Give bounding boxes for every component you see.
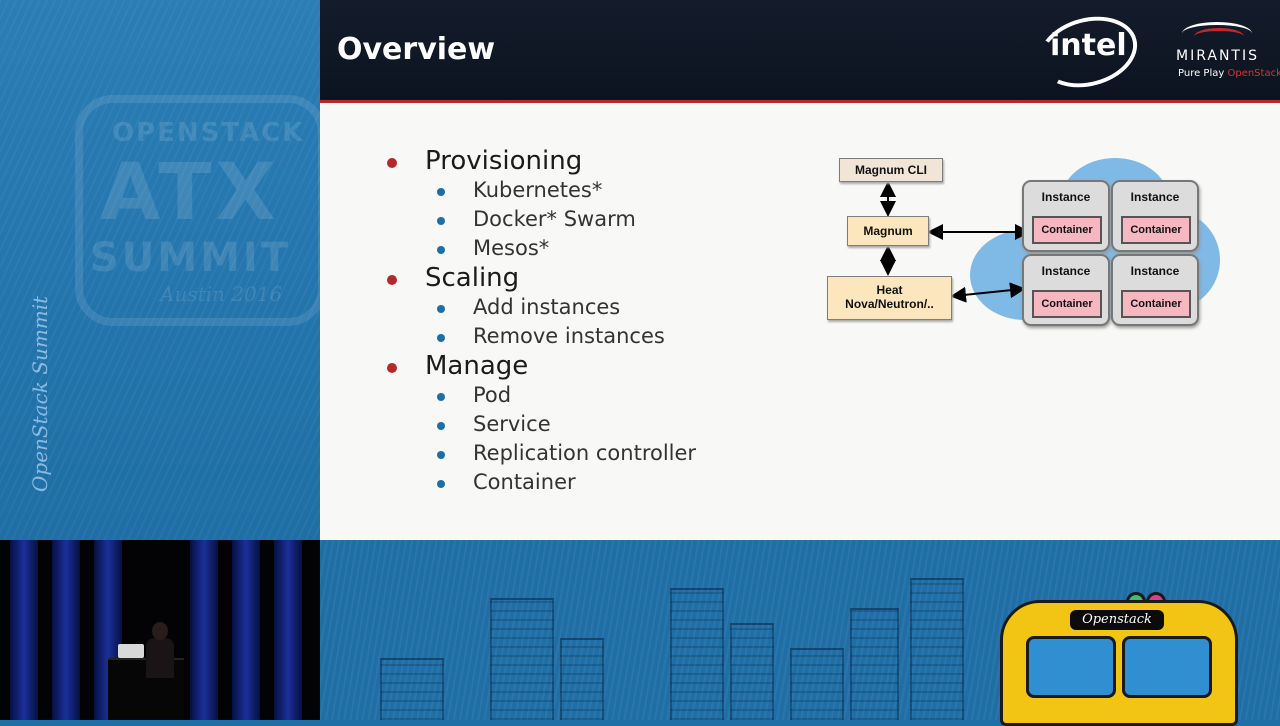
building-drawing <box>910 578 964 720</box>
sub-bullet-label: Docker* Swarm <box>473 207 636 231</box>
sub-bullet-label: Service <box>473 412 551 436</box>
badge-location-text: Austin 2016 <box>160 282 283 306</box>
container-box: Container <box>1032 290 1102 318</box>
mirantis-tagline: Pure Play OpenStack <box>1178 68 1280 79</box>
sub-bullet-label: Pod <box>473 383 512 407</box>
atx-badge-outline <box>75 95 320 326</box>
badge-openstack-text: OPENSTACK <box>112 118 305 148</box>
stage-curtain <box>52 540 80 720</box>
badge-atx-text: ATX <box>100 148 280 238</box>
sub-bullet-label: Container <box>473 470 576 494</box>
speaker-figure <box>146 638 174 678</box>
blue-bullet-icon <box>437 188 445 196</box>
mirantis-swoosh-icon <box>1182 22 1252 45</box>
slide-header: Overview intel MIRANTIS Pure Play OpenSt… <box>320 0 1280 103</box>
container-box: Container <box>1032 216 1102 244</box>
instance-box: Instance Container <box>1111 180 1199 252</box>
sub-bullet-label: Replication controller <box>473 441 697 465</box>
mirantis-tagline-prefix: Pure Play <box>1178 68 1225 79</box>
magnum-box: Magnum <box>847 216 929 246</box>
red-bullet-icon <box>387 275 397 285</box>
austin-skyline-illustration <box>320 540 1280 720</box>
sub-bullet-label: Add instances <box>473 295 621 319</box>
stage-curtain <box>232 540 260 720</box>
sub-bullet-label: Mesos* <box>473 236 550 260</box>
mirantis-swoosh-red-icon <box>1194 28 1244 45</box>
arrow-heat-instances <box>950 282 1026 303</box>
presentation-slide: Overview intel MIRANTIS Pure Play OpenSt… <box>320 0 1280 540</box>
speaker-video-feed <box>0 540 320 720</box>
badge-summit-text: SUMMIT <box>90 235 292 281</box>
nova-neutron-label: Nova/Neutron/.. <box>845 297 934 311</box>
bus-sign: Openstack <box>1070 610 1164 630</box>
speaker-head <box>152 622 168 640</box>
instance-label: Instance <box>1130 264 1180 278</box>
blue-bullet-icon <box>437 451 445 459</box>
heat-label: Heat <box>876 283 903 297</box>
mirantis-tagline-accent: OpenStack <box>1227 68 1280 79</box>
slide-title: Overview <box>337 32 496 67</box>
blue-bullet-icon <box>437 305 445 313</box>
building-drawing <box>670 588 724 720</box>
instance-box: Instance Container <box>1111 254 1199 326</box>
sub-bullet-label: Remove instances <box>473 324 665 348</box>
blue-bullet-icon <box>437 422 445 430</box>
building-drawing <box>850 608 899 720</box>
stage-curtain <box>10 540 38 720</box>
instance-box: Instance Container <box>1022 254 1110 326</box>
building-drawing <box>790 648 844 720</box>
building-drawing <box>380 658 444 720</box>
bullet-label: Scaling <box>425 263 520 293</box>
blue-bullet-icon <box>437 334 445 342</box>
intel-logo: intel <box>1030 6 1146 98</box>
stage-curtain <box>274 540 302 720</box>
bullet-label: Provisioning <box>425 146 583 176</box>
red-bullet-icon <box>387 158 397 168</box>
blue-bullet-icon <box>437 393 445 401</box>
openstack-bus-illustration: Openstack <box>1000 592 1238 726</box>
building-drawing <box>730 623 774 720</box>
bus-window <box>1122 636 1212 698</box>
summit-branding-panel: OPENSTACK ATX SUMMIT Austin 2016 OpenSta… <box>0 0 320 540</box>
vertical-summit-text: OpenStack Summit <box>28 295 52 492</box>
blue-bullet-icon <box>437 480 445 488</box>
mirantis-wordmark: MIRANTIS <box>1176 48 1259 64</box>
building-drawing <box>560 638 604 720</box>
blue-bullet-icon <box>437 246 445 254</box>
red-bullet-icon <box>387 363 397 373</box>
laptop-icon <box>118 644 144 658</box>
stage-curtain <box>190 540 218 720</box>
blue-bullet-icon <box>437 217 445 225</box>
heat-box: Heat Nova/Neutron/.. <box>827 276 952 320</box>
mirantis-logo: MIRANTIS Pure Play OpenStack <box>1166 18 1280 84</box>
container-box: Container <box>1121 216 1191 244</box>
bullet-label: Manage <box>425 351 529 381</box>
sub-bullet-label: Kubernetes* <box>473 178 603 202</box>
instance-label: Instance <box>1130 190 1180 204</box>
magnum-architecture-diagram: Magnum CLI Magnum Heat Nova/Neutron/.. I… <box>820 150 1230 340</box>
diagram-arrows <box>880 181 1031 303</box>
instance-label: Instance <box>1041 190 1091 204</box>
building-drawing <box>490 598 554 720</box>
bus-window <box>1026 636 1116 698</box>
container-box: Container <box>1121 290 1191 318</box>
intel-wordmark: intel <box>1050 28 1127 63</box>
instance-box: Instance Container <box>1022 180 1110 252</box>
magnum-cli-box: Magnum CLI <box>839 158 943 182</box>
instance-label: Instance <box>1041 264 1091 278</box>
